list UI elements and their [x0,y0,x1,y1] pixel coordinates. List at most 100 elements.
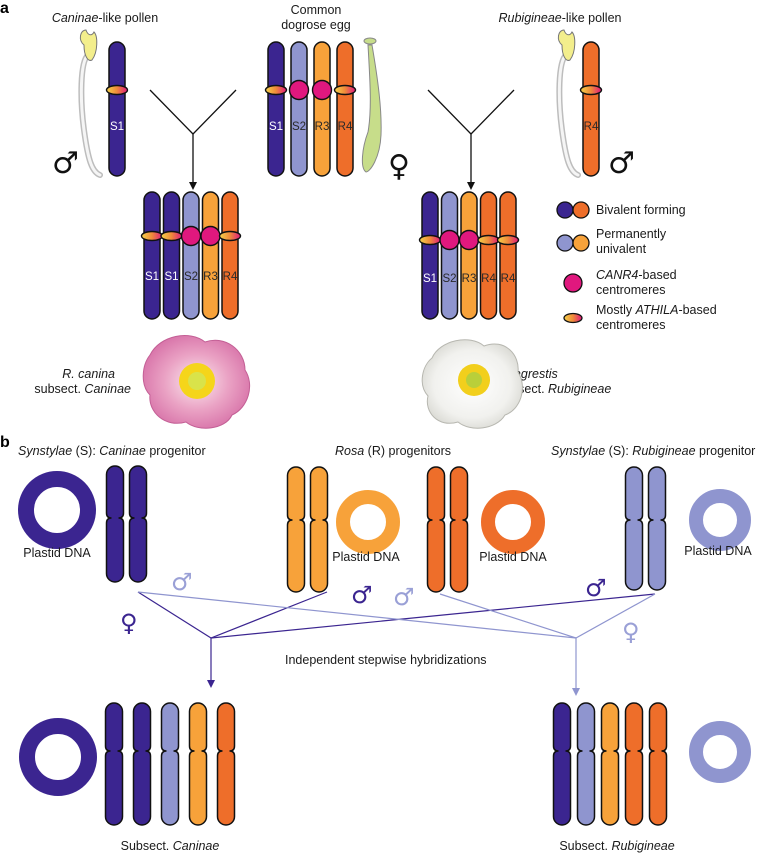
species-left-subsect: subsect. Caninae [34,382,131,396]
legend-canr4-swatch [563,273,583,293]
caninae-progenitor-chromosomes [105,465,148,583]
chromosome-label: R3 [462,273,477,285]
chromosome [216,702,236,826]
chromosome [188,702,208,826]
right-pollen-grain-icon [556,29,581,178]
rosa-progenitor-1-chromosomes [286,466,329,593]
legend-athila-label-line2: centromeres [596,318,665,332]
common-egg-title-line1: Common [291,3,342,17]
chromosome-label: R4 [338,121,353,133]
chromosome-label: R3 [315,121,330,133]
chromosome-label: S1 [145,271,159,283]
crossing-arrow-left [149,89,237,190]
rosa-canina-flower-image [142,335,250,429]
female-icon: ♀ [120,609,138,637]
male-icon: ♂ [351,581,373,609]
athila-centromere [218,230,242,242]
subsect-caninae-chromosomes [104,702,236,826]
chromosome-s2: S2 [439,191,460,320]
hybridization-lines [137,591,656,696]
chromosome [576,702,596,826]
hybridization-label: Independent stepwise hybridizations [285,653,487,667]
chromosome-s1: S1 [140,191,164,320]
middle-progenitor-title: Rosa (R) progenitors [335,444,451,458]
chromosome [624,466,644,591]
rosa-progenitor-2-chromosomes [426,466,469,593]
athila-centromere [105,84,129,96]
athila-centromere [579,84,603,96]
chromosome-label: S2 [184,271,198,283]
male-icon: ♂ [171,568,193,596]
canr4-centromere [439,229,460,251]
plastid-dna-label: Plastid DNA [332,550,400,564]
chromosome-label: S1 [269,121,283,133]
chromosome-r3: R3 [458,191,480,320]
chromosome-label: R4 [584,121,599,133]
chromosome [132,702,152,826]
chromosome-r4: R4 [218,191,242,320]
plastid-dna-label: Plastid DNA [479,550,547,564]
male-icon: ♂ [52,146,79,181]
chromosome-label: S1 [423,273,437,285]
species-left-name: R. canina [62,367,115,381]
legend-canr4-label-line2: centromeres [596,283,665,297]
chromosome [286,466,306,593]
legend-univalent-swatches [556,234,590,252]
chromosome-r4: R4 [333,41,357,177]
chromosome [309,466,329,593]
chromosome-s2: S2 [288,41,310,177]
chromosome [128,465,148,583]
chromosome-r3: R3 [200,191,221,320]
chromosome-label: R4 [481,273,496,285]
crossing-arrow-right [427,89,515,190]
rosa-agrestis-flower-image [421,339,523,429]
plastid-dna-ring-icon [689,489,751,551]
plastid-dna-ring-icon [18,471,96,549]
legend-canr4-label-line1: CANR4-based [596,268,677,282]
common-egg-title-line2: dogrose egg [281,18,351,32]
right-progenitor-title: Synstylae (S): Rubigineae progenitor [551,444,755,458]
plastid-dna-label: Plastid DNA [684,544,752,558]
chromosome-s1: S1 [264,41,288,177]
chromosome [648,702,668,826]
chromosome-r4: R4 [496,191,520,320]
chromosome-s2: S2 [180,191,202,320]
legend-bivalent-swatches [556,201,590,219]
male-icon: ♂ [608,146,635,181]
athila-centromere [140,230,164,242]
chromosome [552,702,572,826]
result-rubigineae-label: Subsect. Rubigineae [559,839,674,853]
egg-cell-icon [361,37,382,173]
chromosome-r4: R4 [579,41,603,177]
chromosome [104,702,124,826]
caninae-pollen-title: Caninae-like pollen [52,11,158,25]
chromosome-label: S1 [110,121,124,133]
legend-univalent-label-line2: univalent [596,242,647,256]
panel-a-label: a [0,0,9,17]
male-icon: ♂ [585,574,607,602]
rubigineae-pollen-title: Rubigineae-like pollen [498,11,621,25]
chromosome-s1: S1 [160,191,183,320]
left-progenitor-title: Synstylae (S): Caninae progenitor [18,444,206,458]
chromosome-label: R4 [501,273,516,285]
plastid-dna-ring-icon [336,490,400,554]
legend-univalent-label-line1: Permanently [596,227,667,241]
legend: Bivalent forming Permanently univalent C… [556,201,717,332]
chromosome-label: S2 [442,273,456,285]
legend-bivalent-label: Bivalent forming [596,203,686,217]
chromosome-label: S1 [164,271,178,283]
legend-athila-swatch [563,312,583,324]
panel-b-label: b [0,434,10,451]
right-pollen-chromosomes: R4 [579,41,603,177]
canr4-centromere [200,225,221,247]
male-icon: ♂ [393,583,415,611]
chromosome [160,702,180,826]
chromosome [624,702,644,826]
plastid-dna-ring-icon [689,721,751,783]
chromosome [600,702,620,826]
canr4-centromere [180,225,202,247]
athila-centromere [160,230,183,242]
plastid-dna-ring-icon [19,718,97,796]
